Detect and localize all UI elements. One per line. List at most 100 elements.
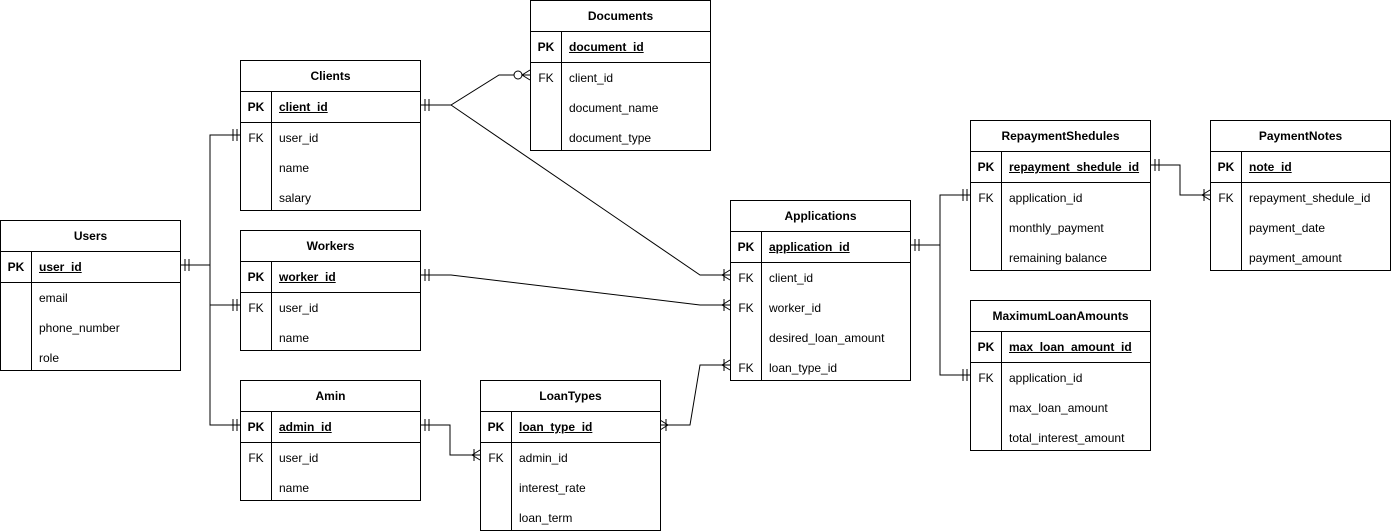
pk-attribute: client_id xyxy=(279,100,328,114)
attribute: application_id xyxy=(1009,371,1083,385)
pk-row: PK user_id xyxy=(1,252,180,283)
attribute-row: FK repayment_shedule_id xyxy=(1211,183,1390,213)
pk-row: PK loan_type_id xyxy=(481,412,660,443)
entity-title: LoanTypes xyxy=(481,381,660,412)
attribute: client_id xyxy=(569,71,614,85)
fk-label: FK xyxy=(538,71,554,85)
attribute: payment_date xyxy=(1249,221,1326,235)
attribute-row: FK user_id xyxy=(241,123,420,153)
attribute: client_id xyxy=(769,271,814,285)
column-divider xyxy=(271,411,272,500)
attribute: interest_rate xyxy=(519,481,586,495)
fk-label: FK xyxy=(488,451,504,465)
attribute-row: role xyxy=(1,343,180,373)
rel-users-workers xyxy=(209,265,240,306)
fk-label: FK xyxy=(248,131,264,145)
pk-attribute: repayment_shedule_id xyxy=(1009,160,1140,174)
attribute-row: total_interest_amount xyxy=(971,423,1150,453)
attribute: user_id xyxy=(279,131,319,145)
attribute: salary xyxy=(279,191,312,205)
rel-applications-repayment xyxy=(910,194,970,246)
pk-row: PK worker_id xyxy=(241,262,420,293)
pk-label: PK xyxy=(247,270,265,284)
rel-users-amin xyxy=(209,305,240,426)
pk-attribute: worker_id xyxy=(279,270,336,284)
entity-title: PaymentNotes xyxy=(1211,121,1390,152)
pk-label: PK xyxy=(7,260,25,274)
pk-label: PK xyxy=(487,420,505,434)
rel-clients-documents xyxy=(420,74,530,106)
entity-documents[interactable]: Documents PK document_id FK client_id do… xyxy=(530,0,711,151)
pk-attribute: note_id xyxy=(1249,160,1292,174)
column-divider xyxy=(761,231,762,380)
entity-workers[interactable]: Workers PK worker_id FK user_id name xyxy=(240,230,421,351)
pk-attribute: max_loan_amount_id xyxy=(1009,340,1132,354)
pk-row: PK note_id xyxy=(1211,152,1390,183)
entity-maximum-loan-amounts[interactable]: MaximumLoanAmounts PK max_loan_amount_id… xyxy=(970,300,1151,451)
pk-label: PK xyxy=(977,160,995,174)
rel-amin-loantypes xyxy=(420,424,480,456)
attribute: desired_loan_amount xyxy=(769,331,885,345)
fk-label: FK xyxy=(248,301,264,315)
rel-loantypes-applications xyxy=(660,364,730,426)
attribute-row: name xyxy=(241,153,420,183)
attribute-row: FK loan_type_id xyxy=(731,353,910,383)
attribute-row: FK worker_id xyxy=(731,293,910,323)
entity-title: Documents xyxy=(531,1,710,32)
attribute-row: payment_amount xyxy=(1211,243,1390,273)
pk-label: PK xyxy=(977,340,995,354)
pk-attribute: admin_id xyxy=(279,420,332,434)
attribute: loan_type_id xyxy=(769,361,838,375)
entity-title: Workers xyxy=(241,231,420,262)
entity-amin[interactable]: Amin PK admin_id FK user_id name xyxy=(240,380,421,501)
attribute: max_loan_amount xyxy=(1009,401,1108,415)
entity-title: Users xyxy=(1,221,180,252)
pk-attribute: loan_type_id xyxy=(519,420,593,434)
entity-payment-notes[interactable]: PaymentNotes PK note_id FK repayment_she… xyxy=(1210,120,1391,271)
entity-title: Amin xyxy=(241,381,420,412)
attribute-row: name xyxy=(241,473,420,503)
attribute: payment_amount xyxy=(1249,251,1342,265)
entity-repayment-shedules[interactable]: RepaymentShedules PK repayment_shedule_i… xyxy=(970,120,1151,271)
attribute-row: document_name xyxy=(531,93,710,123)
attribute: document_type xyxy=(569,131,652,145)
pk-row: PK document_id xyxy=(531,32,710,63)
attribute-row: email xyxy=(1,283,180,313)
entity-title: Applications xyxy=(731,201,910,232)
pk-row: PK repayment_shedule_id xyxy=(971,152,1150,183)
attribute: role xyxy=(39,351,60,365)
entity-applications[interactable]: Applications PK application_id FK client… xyxy=(730,200,911,381)
pk-row: PK application_id xyxy=(731,232,910,263)
column-divider xyxy=(511,411,512,530)
attribute-row: remaining balance xyxy=(971,243,1150,273)
fk-label: FK xyxy=(1218,191,1234,205)
attribute-row: salary xyxy=(241,183,420,213)
attribute: total_interest_amount xyxy=(1009,431,1125,445)
attribute-row: document_type xyxy=(531,123,710,153)
column-divider xyxy=(31,251,32,370)
attribute-row: name xyxy=(241,323,420,353)
attribute: admin_id xyxy=(519,451,568,465)
entity-loantypes[interactable]: LoanTypes PK loan_type_id FK admin_id in… xyxy=(480,380,661,531)
entity-users[interactable]: Users PK user_id email phone_number role xyxy=(0,220,181,371)
pk-row: PK max_loan_amount_id xyxy=(971,332,1150,363)
attribute-row: FK user_id xyxy=(241,293,420,323)
attribute: name xyxy=(279,331,310,345)
pk-label: PK xyxy=(1217,160,1235,174)
column-divider xyxy=(561,31,562,150)
entity-title: RepaymentShedules xyxy=(971,121,1150,152)
rel-workers-applications xyxy=(420,274,730,306)
attribute-row: loan_term xyxy=(481,503,660,531)
attribute: phone_number xyxy=(39,321,120,335)
attribute: loan_term xyxy=(519,511,573,525)
entity-clients[interactable]: Clients PK client_id FK user_id name sal… xyxy=(240,60,421,211)
pk-row: PK client_id xyxy=(241,92,420,123)
attribute: worker_id xyxy=(769,301,822,315)
attribute-row: max_loan_amount xyxy=(971,393,1150,423)
fk-label: FK xyxy=(738,271,754,285)
pk-attribute: document_id xyxy=(569,40,644,54)
attribute: name xyxy=(279,481,310,495)
attribute-row: payment_date xyxy=(1211,213,1390,243)
attribute: user_id xyxy=(279,451,319,465)
pk-row: PK admin_id xyxy=(241,412,420,443)
